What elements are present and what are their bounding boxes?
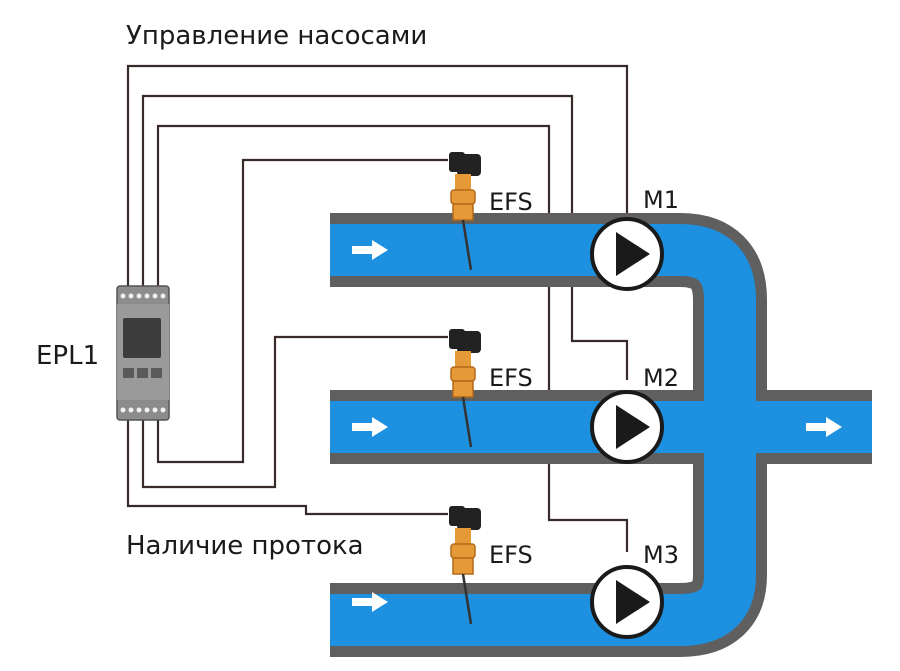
flow-sensor-2 bbox=[449, 329, 481, 448]
pump-label-m3: M3 bbox=[643, 541, 679, 569]
wire-efs1 bbox=[156, 158, 448, 464]
pump-label-m2: M2 bbox=[643, 364, 679, 392]
pump-label-m1: M1 bbox=[643, 186, 679, 214]
flow-sensor-1 bbox=[449, 152, 481, 271]
pipe-ends bbox=[318, 200, 330, 670]
right-arrow-icon bbox=[806, 417, 842, 437]
pump-control-wires bbox=[126, 64, 629, 552]
relay-module-icon bbox=[116, 285, 170, 421]
pump-m2 bbox=[590, 390, 664, 464]
sensor-label-3: EFS bbox=[489, 541, 533, 569]
flow-presence-title: Наличие протока bbox=[126, 531, 364, 561]
pump-m1 bbox=[590, 217, 664, 291]
flow-sensor-wires bbox=[126, 158, 448, 516]
wire-m1 bbox=[126, 64, 629, 288]
controller-label: EPL1 bbox=[36, 341, 99, 371]
wire-efs2 bbox=[141, 335, 448, 489]
sensor-label-1: EFS bbox=[489, 188, 533, 216]
right-arrow-icon bbox=[352, 417, 388, 437]
pump-triangle-icon bbox=[616, 580, 650, 624]
flow-sensor-icon bbox=[449, 152, 481, 271]
flow-sensor-icon bbox=[449, 329, 481, 448]
pump-control-title: Управление насосами bbox=[126, 21, 427, 51]
controller-epl1 bbox=[116, 285, 170, 421]
wire-m3 bbox=[156, 124, 629, 552]
pump-triangle-icon bbox=[616, 405, 650, 449]
sensor-label-2: EFS bbox=[489, 364, 533, 392]
flow-sensor-icon bbox=[449, 506, 481, 625]
right-arrow-icon bbox=[352, 240, 388, 260]
flow-sensor-3 bbox=[449, 506, 481, 625]
right-arrow-icon bbox=[352, 592, 388, 612]
wire-efs3 bbox=[126, 420, 448, 516]
pump-triangle-icon bbox=[616, 232, 650, 276]
flow-arrows bbox=[352, 240, 842, 612]
pump-m3 bbox=[590, 565, 664, 639]
